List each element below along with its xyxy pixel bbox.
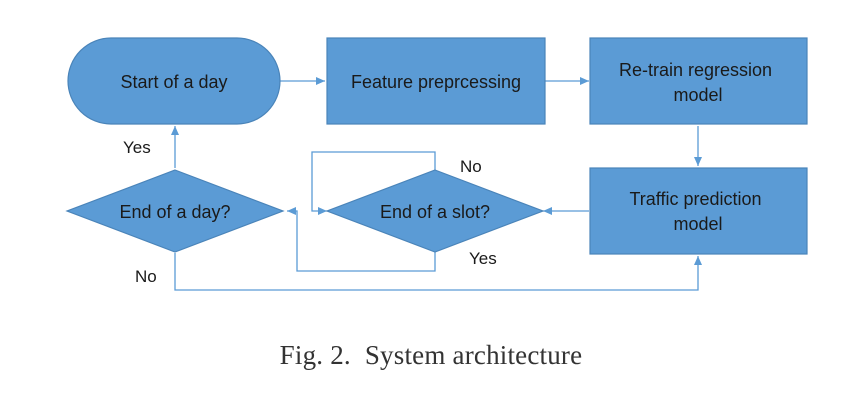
flowchart: Start of a day Feature preprcessing Re-t… [65, 37, 808, 291]
start-of-day-shape [67, 37, 281, 125]
feature-preprocessing-shape [326, 37, 546, 125]
start-of-day-label: Start of a day [120, 72, 227, 92]
node-end-of-day: End of a day? [65, 169, 285, 253]
node-feature-preprocessing: Feature preprcessing [326, 37, 546, 125]
figure-caption: Fig. 2. System architecture [0, 340, 862, 371]
figure-number: Fig. 2. [279, 340, 351, 370]
end-of-day-yes-label: Yes [123, 138, 151, 157]
end-of-day-shape [65, 169, 285, 253]
traffic-prediction-label-line2: model [673, 214, 722, 234]
end-of-day-label: End of a day? [119, 202, 230, 222]
node-end-of-slot: End of a slot? [325, 169, 545, 253]
edge-endslot-no-loop [311, 151, 436, 215]
node-start-of-day: Start of a day [67, 37, 281, 125]
svg-text:Re-train regression mode: Re-train regression model [619, 60, 777, 105]
traffic-prediction-shape [589, 167, 808, 255]
end-of-slot-no-label: No [460, 157, 482, 176]
edge-endslot-yes-to-endday [287, 207, 436, 272]
end-of-day-no-label: No [135, 267, 157, 286]
retrain-regression-label-line1: Re-train regression [619, 60, 772, 80]
end-of-slot-yes-label: Yes [469, 249, 497, 268]
node-traffic-prediction: Traffic prediction model [589, 167, 808, 255]
end-of-slot-label: End of a slot? [380, 202, 490, 222]
traffic-prediction-label-line1: Traffic prediction [629, 189, 761, 209]
retrain-regression-shape [589, 37, 808, 125]
retrain-regression-label-line2: model [673, 85, 722, 105]
end-of-slot-shape [325, 169, 545, 253]
connectors [171, 77, 702, 291]
node-retrain-regression: Re-train regression model [589, 37, 808, 125]
figure-title: System architecture [364, 340, 583, 370]
svg-text:Traffic prediction model: Traffic prediction model [629, 189, 766, 234]
edge-endday-no-to-traffic [174, 253, 702, 291]
feature-preprocessing-label: Feature preprcessing [351, 72, 521, 92]
